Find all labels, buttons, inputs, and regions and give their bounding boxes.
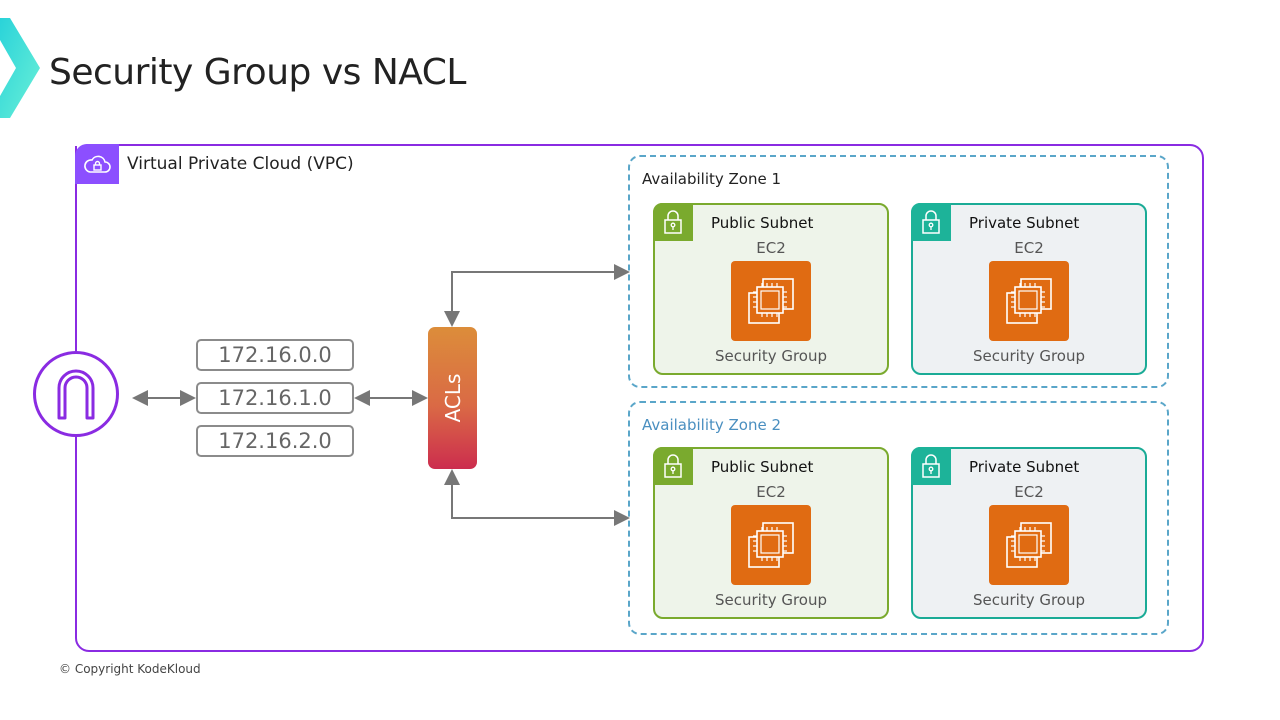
kodekloud-logo-icon [0, 18, 40, 118]
subnet-name: Private Subnet [969, 458, 1080, 476]
lock-icon [911, 447, 951, 485]
acl-to-az1-arrow [444, 264, 630, 327]
private-subnet: Private Subnet EC2 Security Group [911, 203, 1147, 375]
ec2-instance-icon[interactable] [989, 505, 1069, 585]
public-subnet: Public Subnet EC2 Security Group [653, 203, 889, 375]
vpc-label: Virtual Private Cloud (VPC) [127, 154, 354, 174]
ec2-label: EC2 [1014, 239, 1044, 257]
availability-zone-1: Availability Zone 1 Public Subnet EC2 Se… [628, 155, 1169, 388]
security-group-label: Security Group [972, 347, 1086, 365]
security-group-label: Security Group [714, 347, 828, 365]
public-subnet: Public Subnet EC2 Security Group [653, 447, 889, 619]
acl-label: ACLs [440, 373, 465, 423]
copyright-text: © Copyright KodeKloud [59, 662, 201, 676]
subnet-name: Private Subnet [969, 214, 1080, 232]
lock-icon [911, 203, 951, 241]
ec2-label: EC2 [1014, 483, 1044, 501]
ec2-label: EC2 [756, 483, 786, 501]
availability-zone-2: Availability Zone 2 Public Subnet EC2 Se… [628, 401, 1169, 635]
subnet-name: Public Subnet [711, 458, 814, 476]
az-label: Availability Zone 2 [642, 416, 782, 434]
az-label: Availability Zone 1 [642, 170, 782, 188]
cloud-lock-icon [75, 144, 119, 184]
slide-title: Security Group vs NACL [49, 52, 466, 93]
ec2-instance-icon[interactable] [731, 261, 811, 341]
security-group-label: Security Group [972, 591, 1086, 609]
internet-gateway-icon [33, 351, 119, 437]
cidr-block: 172.16.2.0 [196, 425, 354, 457]
lock-icon [653, 203, 693, 241]
acl-to-az2-arrow [444, 469, 630, 526]
acl-box: ACLs [428, 327, 477, 469]
ec2-label: EC2 [756, 239, 786, 257]
private-subnet: Private Subnet EC2 Security Group [911, 447, 1147, 619]
subnet-name: Public Subnet [711, 214, 814, 232]
lock-icon [653, 447, 693, 485]
ec2-instance-icon[interactable] [731, 505, 811, 585]
cidr-block: 172.16.1.0 [196, 382, 354, 414]
security-group-label: Security Group [714, 591, 828, 609]
cidr-block: 172.16.0.0 [196, 339, 354, 371]
ec2-instance-icon[interactable] [989, 261, 1069, 341]
